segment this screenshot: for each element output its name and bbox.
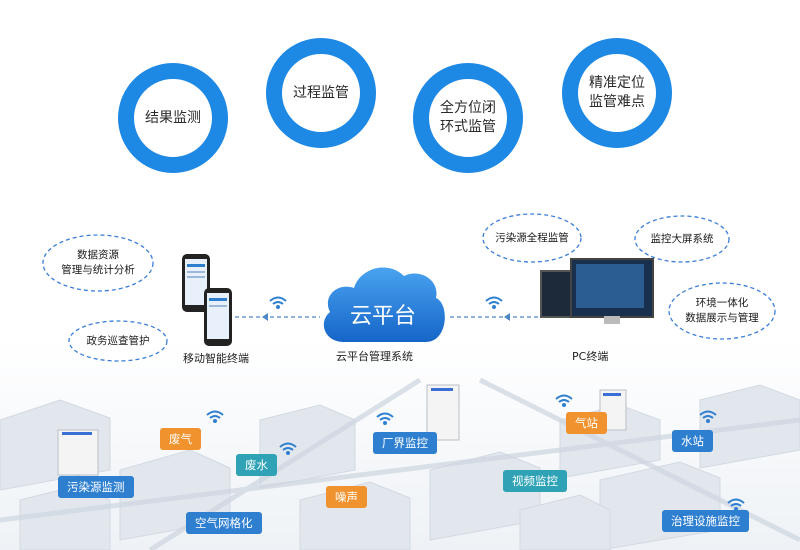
- feature-bubble-pollution-supervision: 污染源全程监管: [480, 210, 584, 266]
- scenario-tag-pollution-source: 污染源监测: [58, 476, 134, 498]
- mobile-phone-icon: [204, 288, 232, 346]
- feature-bubble-integrated-data: 环境一体化 数据展示与管理: [666, 280, 778, 342]
- feature-bubble-data-management: 数据资源 管理与统计分析: [40, 232, 156, 294]
- wifi-icon: [555, 394, 573, 407]
- scenario-tag-exhaust-gas: 废气: [160, 428, 201, 450]
- feature-bubble-patrol: 政务巡查管护: [66, 318, 170, 364]
- cloud-label: 云平台: [349, 304, 416, 329]
- mobile-phone-icon: [182, 254, 210, 312]
- scenario-tag-noise: 噪声: [326, 486, 367, 508]
- feature-label: 政务巡查管护: [86, 334, 150, 347]
- pc-monitor-icon: [540, 258, 654, 324]
- scenario-tag-facility: 治理设施监控: [662, 510, 749, 532]
- scenario-tag-wastewater: 废水: [236, 454, 277, 476]
- scenario-tag-air-station: 气站: [566, 412, 607, 434]
- pc-caption: PC终端: [572, 350, 609, 363]
- wifi-icon: [269, 296, 287, 309]
- wifi-icon: [279, 442, 297, 455]
- feature-bubble-big-screen: 监控大屏系统: [632, 212, 732, 266]
- feature-label: 污染源全程监管: [495, 231, 569, 244]
- cloud-platform: 云平台: [316, 258, 450, 346]
- scenario-tag-boundary: 厂界监控: [373, 432, 437, 454]
- scenario-tag-air-grid: 空气网格化: [186, 512, 262, 534]
- scenario-tag-video: 视频监控: [503, 470, 567, 492]
- wifi-icon: [376, 412, 394, 425]
- wifi-icon: [485, 296, 503, 309]
- scenario-tag-water-station: 水站: [672, 430, 713, 452]
- wifi-icon: [206, 410, 224, 423]
- feature-label: 数据资源 管理与统计分析: [61, 249, 135, 276]
- wifi-icon: [699, 410, 717, 423]
- feature-label: 监控大屏系统: [650, 232, 714, 245]
- mobile-caption: 移动智能终端: [183, 352, 249, 365]
- cloud-caption: 云平台管理系统: [336, 350, 413, 363]
- feature-label: 环境一体化 数据展示与管理: [685, 297, 759, 324]
